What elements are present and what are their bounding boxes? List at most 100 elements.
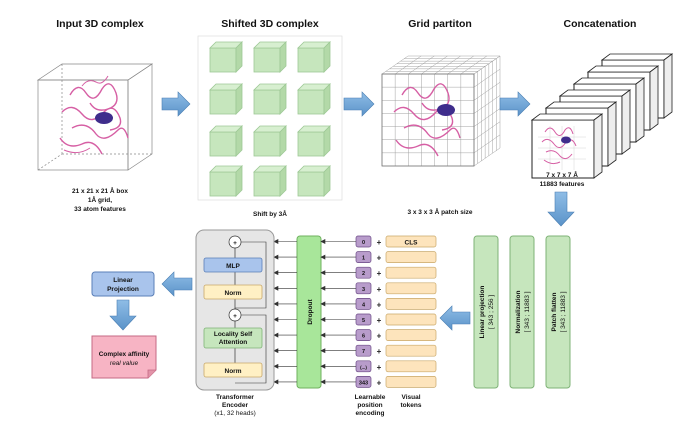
- linear-projection-shape: [ 343 ; 256 ]: [488, 295, 495, 330]
- shifted-cube-10: [209, 165, 243, 197]
- position-label: 4: [362, 302, 366, 308]
- token-row: 4+: [355, 298, 437, 310]
- norm-block-top: [203, 284, 263, 300]
- token-row: 5+: [355, 313, 437, 326]
- token-arrowhead: [320, 332, 326, 338]
- position-label: 2: [362, 271, 365, 277]
- encoder-arrowhead: [273, 239, 279, 244]
- position-label: (...): [360, 365, 367, 370]
- visual-caption-line-2: tokens: [401, 402, 422, 409]
- arrow-concat-to-flatten: [547, 191, 575, 227]
- norm-label-bottom: Norm: [225, 368, 242, 375]
- encoder-arrowhead: [273, 285, 279, 291]
- output-linear-projection-line-1: Linear: [113, 277, 133, 284]
- encoder-arrowhead: [273, 317, 279, 322]
- shifted-cube-5: [253, 83, 287, 115]
- visual-token: [385, 329, 437, 341]
- encoder-label-line-2: Encoder: [222, 402, 248, 409]
- shifted-cubes: [209, 41, 331, 197]
- position-label: 0: [362, 240, 365, 246]
- input-caption-line-2: 1Å grid,: [88, 195, 112, 204]
- protein-structure-input: [59, 75, 129, 155]
- arrow-grid-to-concat: [499, 91, 531, 117]
- mlp-label: MLP: [226, 263, 240, 270]
- patch-slice-6: [530, 113, 604, 179]
- plus-sign: +: [377, 254, 382, 263]
- plus-sign: +: [377, 285, 382, 294]
- grid-caption: 3 x 3 x 3 Å patch size: [407, 207, 472, 216]
- position-label: 7: [362, 349, 365, 355]
- mlp-block: [203, 257, 263, 273]
- add-symbol-middle: +: [233, 313, 237, 320]
- position-label: 5: [362, 318, 365, 324]
- encoder-label-line-1: Transformer: [216, 394, 254, 401]
- shifted-panel-title: Shifted 3D complex: [221, 18, 319, 30]
- linear-projection-label: Linear projection: [479, 286, 486, 339]
- token-arrowhead: [320, 285, 326, 291]
- complex-affinity-title: Complex affinity: [99, 351, 150, 358]
- shifted-caption: Shift by 3Å: [253, 209, 287, 218]
- plus-sign: +: [377, 316, 382, 325]
- visual-token: [385, 266, 437, 279]
- shifted-cube-11: [253, 165, 287, 197]
- shifted-cube-3: [297, 41, 331, 73]
- linear-projection-block: [473, 235, 499, 389]
- token-arrowhead: [320, 363, 326, 369]
- token-row: 1+: [355, 251, 437, 263]
- plus-sign: +: [377, 347, 382, 356]
- token-row: 6+: [355, 329, 437, 341]
- encoder-arrowhead: [273, 254, 279, 260]
- input-panel-title: Input 3D complex: [56, 18, 144, 30]
- token-arrowhead: [320, 317, 326, 322]
- output-linear-projection-line-2: Projection: [107, 286, 139, 293]
- shifted-cube-4: [209, 83, 243, 115]
- arrow-projection-to-affinity: [109, 299, 137, 331]
- patch-flatten-block: [545, 235, 571, 389]
- plus-sign: +: [377, 363, 382, 372]
- ligand-input: [95, 112, 113, 124]
- dropout-block: [296, 235, 322, 389]
- encoder-arrowhead: [273, 301, 279, 307]
- plus-sign: +: [377, 332, 382, 341]
- normalization-block: [509, 235, 535, 389]
- shifted-cube-12: [297, 165, 331, 197]
- complex-affinity-sub: real value: [110, 360, 139, 367]
- ligand-grid: [437, 104, 455, 116]
- token-row: 0 + CLS: [355, 235, 437, 248]
- position-label: 3: [362, 287, 365, 293]
- plus-sign: +: [377, 269, 382, 278]
- input-caption-line-3: 33 atom features: [74, 206, 126, 213]
- token-row: (...) +: [355, 360, 437, 373]
- encoder-arrowhead: [273, 379, 279, 385]
- arrow-encoder-to-output: [161, 271, 193, 297]
- locality-attention-block: [203, 327, 263, 349]
- visual-caption-line-1: Visual: [401, 394, 420, 401]
- visual-token: [385, 344, 437, 357]
- shifted-cube-6: [297, 83, 331, 115]
- encoder-label-line-3: (x1, 32 heads): [214, 410, 256, 417]
- token-row: 2+: [355, 266, 437, 279]
- visual-token: [385, 298, 437, 310]
- patch-flatten-label: Patch flatten: [551, 292, 558, 331]
- visual-token: [385, 376, 437, 388]
- normalization-shape: [ 343 ; 11883 ]: [524, 291, 531, 332]
- encoder-arrowhead: [273, 363, 279, 369]
- ligand-patch: [561, 136, 571, 144]
- protein-structure-patch: [541, 127, 577, 165]
- concat-panel-title: Concatenation: [564, 18, 637, 30]
- shifted-cube-7: [209, 125, 243, 157]
- visual-token: [385, 313, 437, 326]
- visual-token: [385, 282, 437, 295]
- normalization-label: Normalization: [515, 290, 522, 333]
- dropout-label: Dropout: [307, 299, 314, 325]
- concatenated-patches: [530, 53, 674, 179]
- patch-flatten-shape: [ 343 ; 11883 ]: [560, 291, 567, 332]
- output-linear-projection-block: [91, 271, 155, 297]
- cls-token: [385, 235, 437, 248]
- shifted-cube-9: [297, 125, 331, 157]
- plus-sign: +: [377, 238, 382, 247]
- position-label: 343: [359, 380, 368, 386]
- plus-sign: +: [377, 378, 382, 387]
- cls-label: CLS: [405, 240, 419, 247]
